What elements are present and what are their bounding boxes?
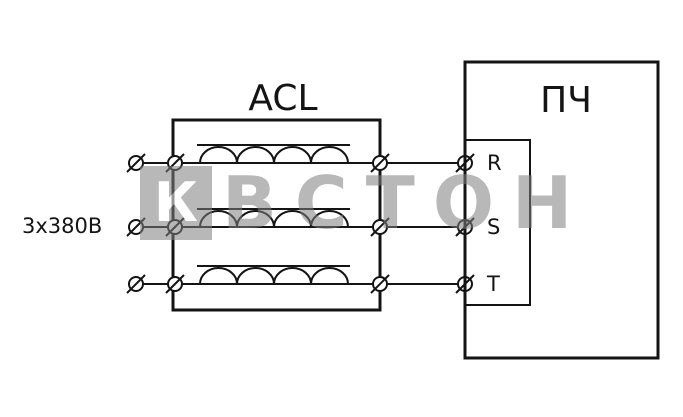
drive-terminal-block (464, 139, 531, 306)
reactor-box (171, 118, 382, 312)
inductor-coil-t (197, 265, 350, 285)
terminal-icon (126, 274, 146, 294)
supply-voltage-label: 3x380В (22, 214, 102, 238)
terminal-icon (126, 217, 146, 237)
reactor-label: ACL (248, 78, 317, 119)
terminal-label-s: S (487, 215, 500, 239)
drive-label: ПЧ (540, 80, 592, 121)
terminal-icon (370, 153, 390, 173)
terminal-icon (165, 274, 185, 294)
terminal-label-r: R (487, 151, 502, 175)
terminal-icon (165, 153, 185, 173)
terminal-icon (126, 153, 146, 173)
terminal-icon (370, 274, 390, 294)
terminal-label-t: T (486, 272, 500, 296)
inductor-coil-s (197, 208, 350, 228)
inductor-coil-r (197, 144, 350, 164)
terminal-icon (165, 217, 185, 237)
terminal-icon (370, 217, 390, 237)
